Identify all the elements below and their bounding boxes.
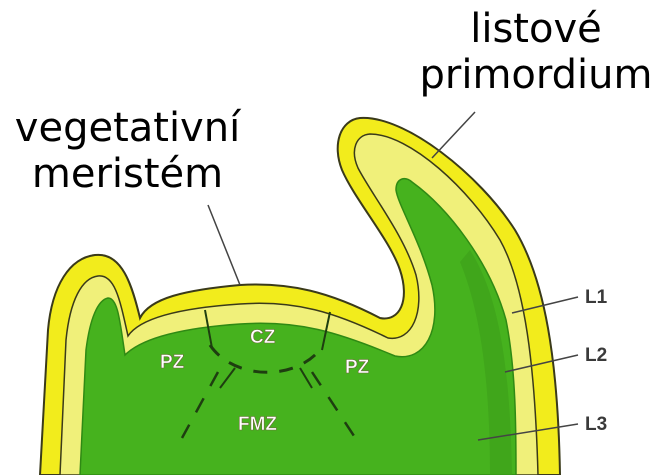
layer-label-l2: L2 [585, 345, 607, 366]
label-leaf-primordium-line1: listové [418, 6, 654, 52]
label-vegetative-meristem-line1: vegetativní [0, 105, 255, 151]
leader-vegetative-meristem [208, 205, 240, 285]
zone-label-fmz: FMZ [238, 414, 277, 435]
label-leaf-primordium-line2: primordium [418, 52, 654, 98]
leader-leaf-primordium [432, 112, 475, 158]
label-vegetative-meristem: vegetativní meristém [0, 105, 255, 197]
zone-label-pz-left: PZ [160, 352, 185, 373]
label-vegetative-meristem-line2: meristém [0, 151, 255, 197]
layer-label-l1: L1 [585, 287, 608, 308]
label-leaf-primordium: listové primordium [418, 6, 654, 98]
zone-label-pz-right: PZ [345, 357, 370, 378]
zone-label-cz: CZ [250, 327, 276, 348]
layer-label-l3: L3 [585, 414, 607, 435]
